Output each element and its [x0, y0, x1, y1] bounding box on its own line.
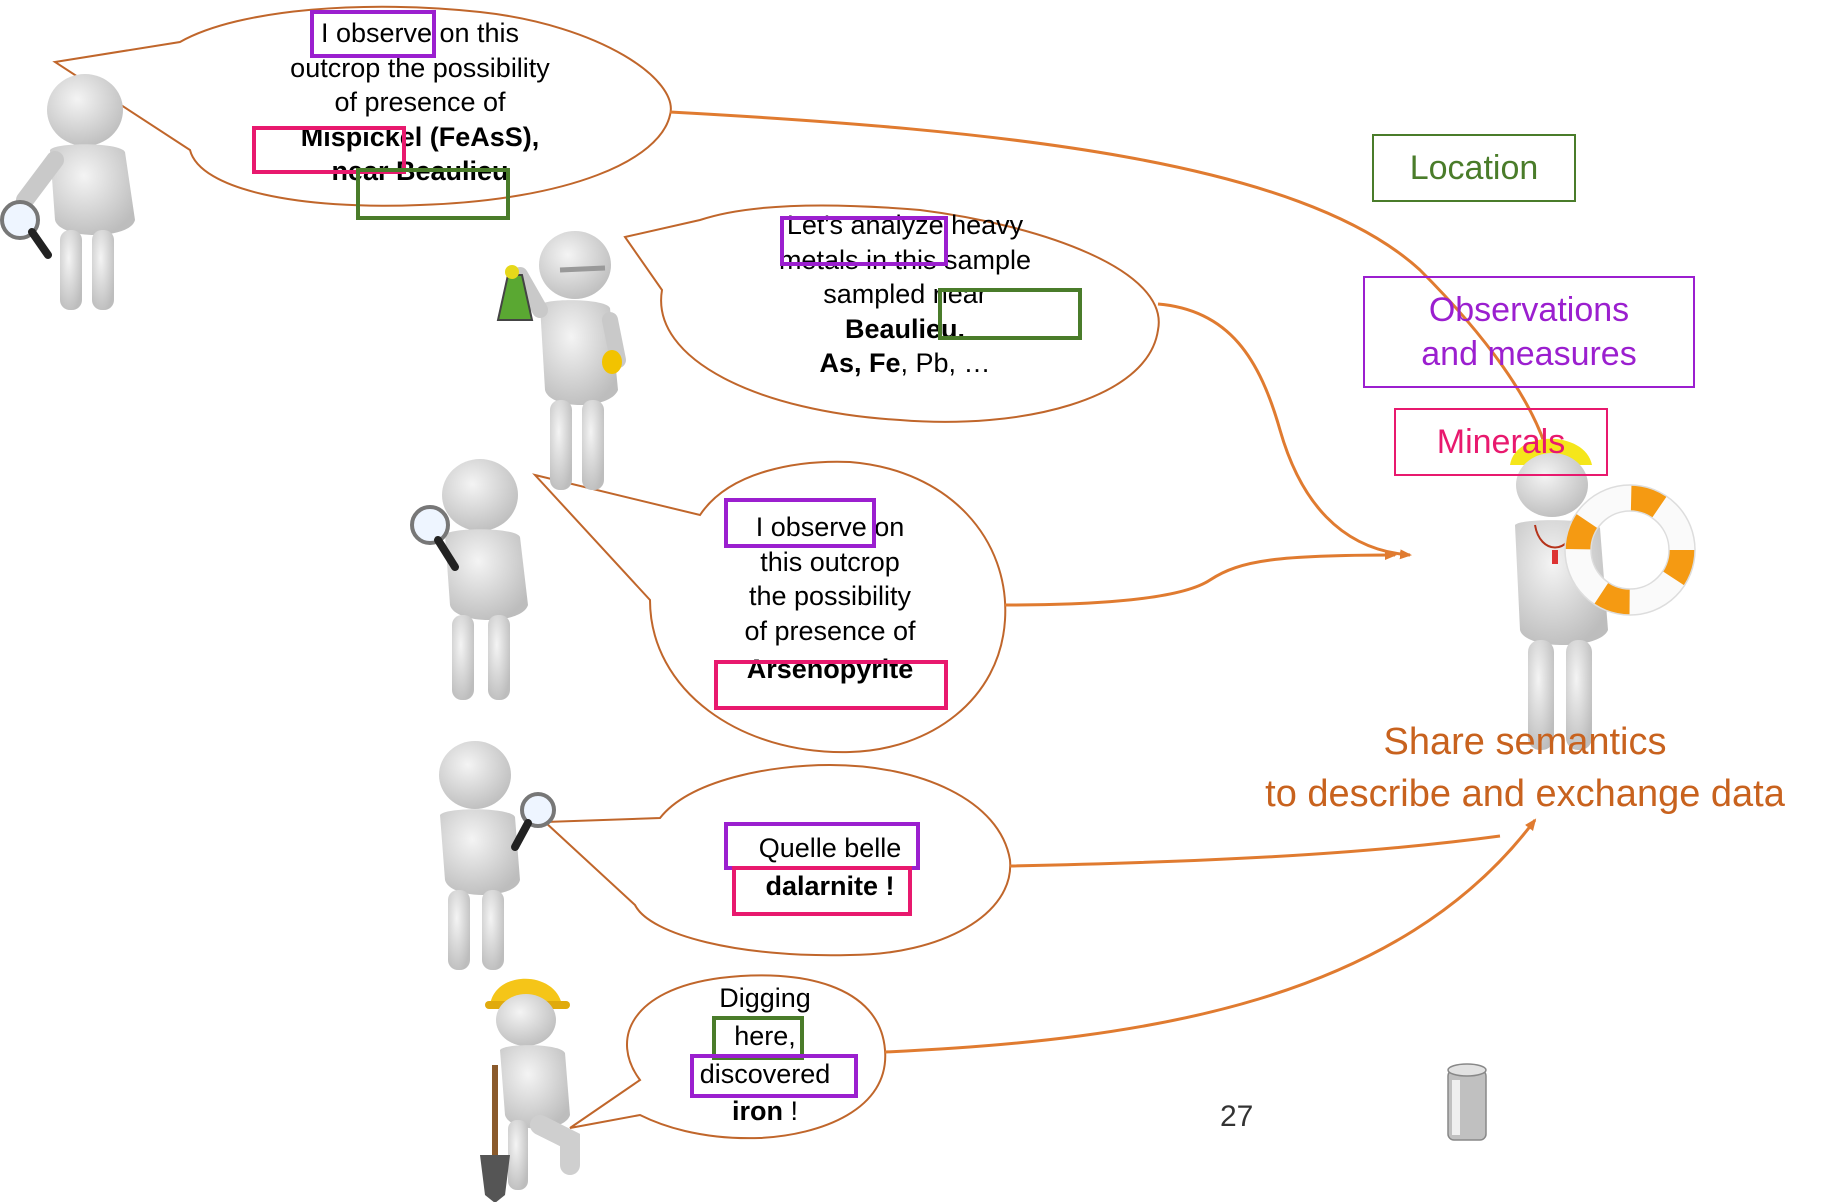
- bubble-2-last-bold: As, Fe: [819, 348, 901, 379]
- bubble-3-line-2: this outcrop: [760, 546, 900, 577]
- caption-line-2: to describe and exchange data: [1265, 773, 1785, 816]
- bubble-3-text: I observe on this outcrop the possibilit…: [700, 510, 960, 687]
- bubble-4-bold-1: dalarnite !: [765, 870, 895, 901]
- speech-bubble-1: [52, 5, 672, 207]
- bubble-1-line-1: I observe on this: [320, 18, 520, 48]
- arrow-from-bubble-5: [884, 818, 1537, 1054]
- speech-bubble-3: [532, 460, 1007, 754]
- arrow-from-bubble-3: [1004, 550, 1397, 607]
- speech-bubble-2: [623, 204, 1160, 423]
- bubble-2-line-1: Let's analyze heavy: [786, 210, 1024, 240]
- legend-minerals-label: Minerals: [1436, 422, 1566, 461]
- person-magnifier-icon: [439, 741, 556, 970]
- bubble-4-text: Quelle belle dalarnite !: [720, 830, 940, 906]
- bubble-2-last-rest: , Pb, …: [900, 348, 991, 379]
- legend-observations: Observations and measures: [1363, 276, 1695, 388]
- bubble-2-line-2: metals in this sample: [778, 244, 1032, 275]
- bubble-4-line-1: Quelle belle: [758, 833, 902, 863]
- bubble-1-bold-1: Mispickel (FeAsS),: [300, 121, 540, 152]
- bubble-1-text: I observe on this outcrop the possibilit…: [250, 16, 590, 189]
- bubble-5-line-2: here,: [734, 1020, 796, 1051]
- bubble-2-bold-1: Beaulieu.: [844, 313, 966, 344]
- bubble-3-bold-1: Arsenopyrite: [746, 654, 914, 685]
- arrow-from-bubble-2: [1157, 302, 1412, 560]
- bubble-1-bold-2: near Beaulieu: [331, 156, 509, 187]
- bubble-5-text: Digging here, discovered iron !: [675, 980, 855, 1131]
- page-number: 27: [1220, 1100, 1254, 1133]
- bubble-2-last-line: As, Fe, Pb, …: [730, 346, 1080, 381]
- bubble-3-line-4: of presence of: [744, 615, 916, 646]
- bubble-5-last-bold: iron: [731, 1096, 783, 1127]
- bubble-5-last-rest: !: [782, 1096, 798, 1127]
- can-icon: [1447, 1063, 1487, 1141]
- bubble-5-line-3: discovered: [699, 1058, 831, 1089]
- bubble-2-line-3: sampled near: [823, 279, 987, 310]
- bubble-5-line-1: Digging: [719, 983, 811, 1013]
- bubble-3-line-1: I observe on: [755, 512, 905, 542]
- person-lifebuoy-icon: [1510, 438, 1696, 750]
- bubble-1-line-2: outcrop the possibility: [290, 52, 550, 83]
- legend-observations-label-1: Observations: [1428, 290, 1630, 329]
- person-flask-icon: [496, 231, 626, 490]
- bubble-2-text: Let's analyze heavy metals in this sampl…: [730, 208, 1080, 381]
- legend-location: Location: [1372, 134, 1576, 202]
- person-magnifier-icon: [0, 74, 135, 310]
- arrow-from-bubble-4: [1009, 834, 1501, 868]
- bubble-1-line-3: of presence of: [334, 87, 506, 118]
- bubble-3-line-3: the possibility: [748, 581, 912, 612]
- arrow-from-bubble-1: [669, 110, 1547, 446]
- person-shovel-icon: [480, 978, 580, 1202]
- legend-minerals: Minerals: [1394, 408, 1608, 476]
- person-magnifier-icon: [410, 459, 528, 700]
- legend-observations-label-2: and measures: [1421, 335, 1637, 373]
- speech-bubble-4: [542, 763, 1012, 957]
- legend-location-label: Location: [1409, 148, 1539, 187]
- caption-line-1: Share semantics: [1383, 721, 1667, 763]
- bubble-5-last-line: iron !: [675, 1093, 855, 1131]
- diagram-caption: Share semantics to describe and exchange…: [1225, 716, 1825, 821]
